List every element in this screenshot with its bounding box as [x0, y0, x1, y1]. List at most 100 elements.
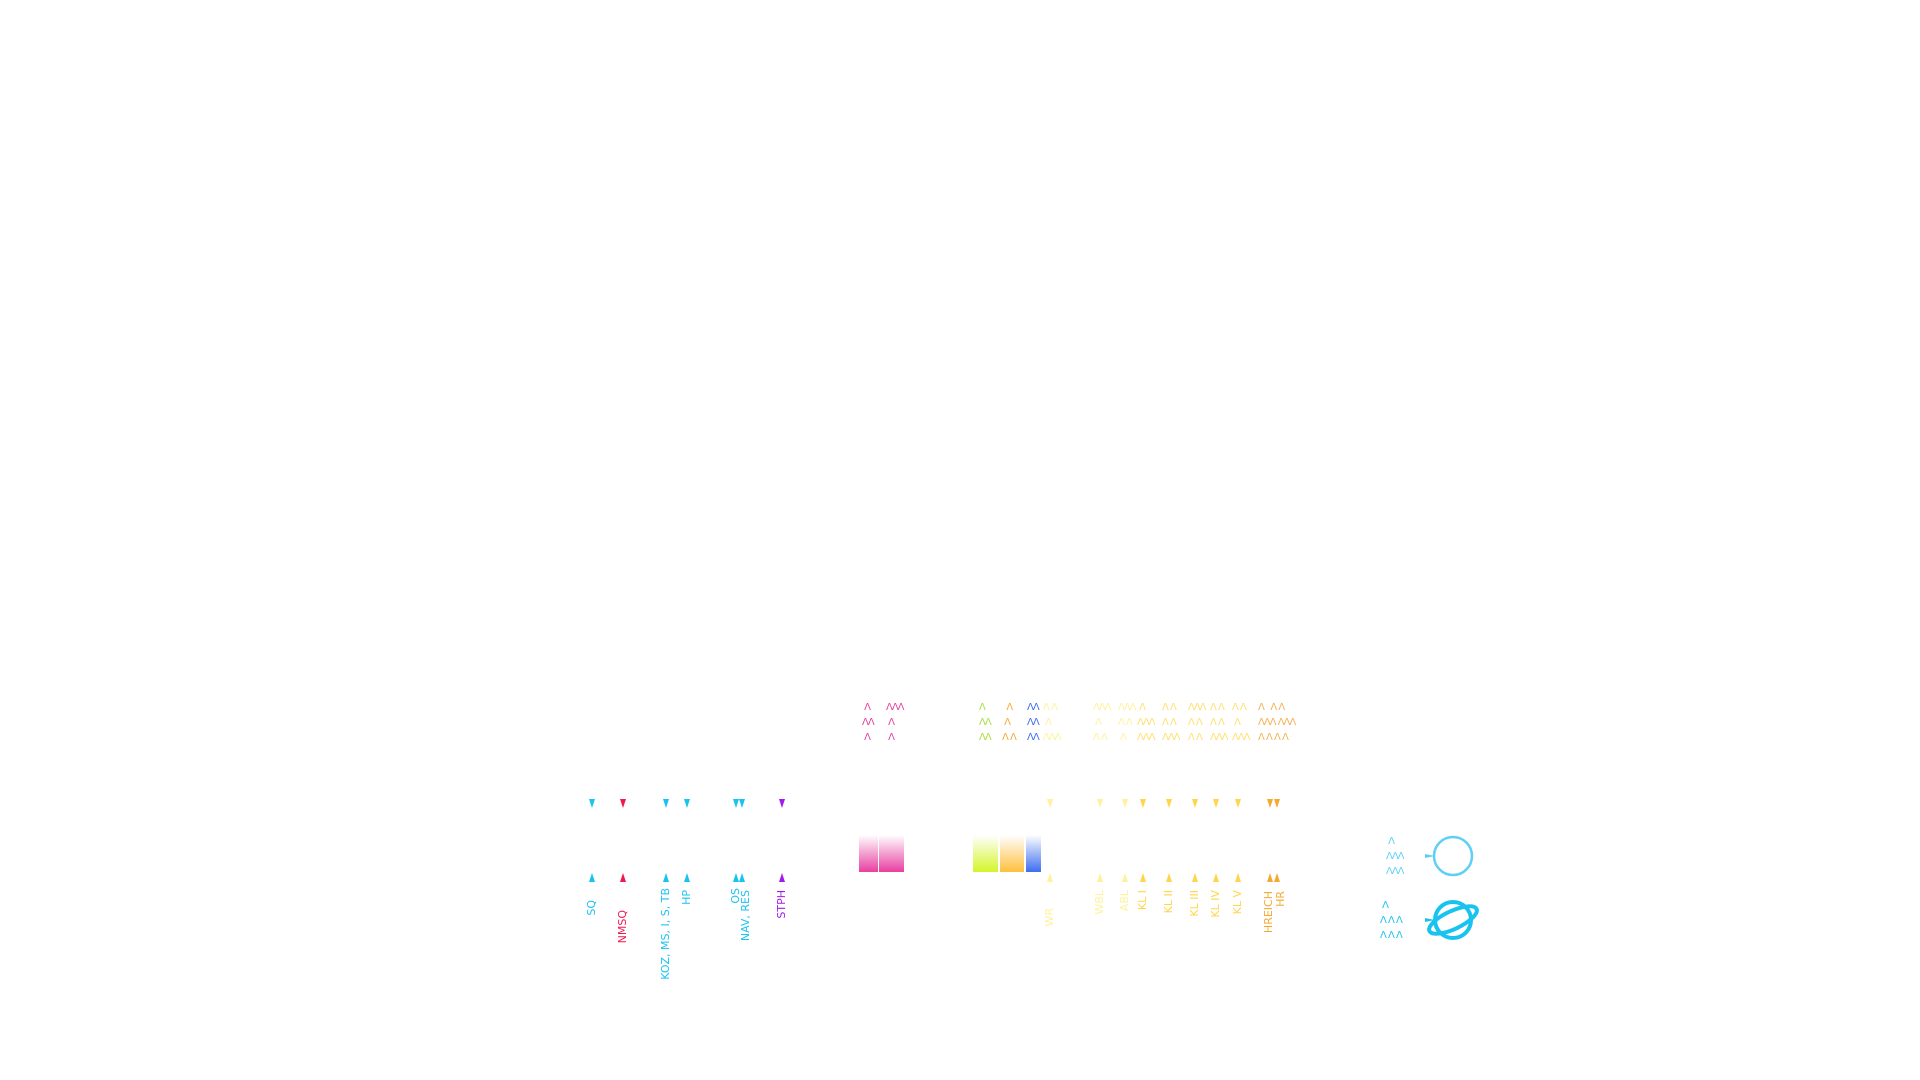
glyph-row: ΛΛΛ — [1188, 702, 1207, 713]
marker-down-triangle — [1267, 799, 1273, 808]
glyph-row: Λ — [1043, 717, 1052, 728]
pink-bar-2 — [879, 835, 904, 872]
marker-up-triangle — [1140, 873, 1146, 882]
marker-label: KOZ, MS, I, S, TB — [659, 888, 672, 980]
glyph-row: ΛΛΛ — [1093, 702, 1112, 713]
glyph-row: Λ Λ — [1118, 717, 1133, 728]
marker-down-triangle — [663, 799, 669, 808]
marker-label: NMSQ — [616, 910, 629, 944]
glyph-row: ΛΛΛ — [1137, 732, 1156, 743]
marker-up-triangle — [663, 873, 669, 882]
marker-label: KL V — [1231, 890, 1244, 915]
glyph-row: Λ Λ Λ — [1258, 702, 1285, 713]
marker-label: KL IV — [1209, 890, 1222, 918]
marker-up-triangle — [1047, 873, 1053, 882]
glyph-row: ΛΛΛ — [1118, 702, 1137, 713]
marker-label: NAV, RES — [739, 890, 752, 942]
glyph-row: Λ — [1002, 702, 1013, 713]
marker-down-triangle — [779, 799, 785, 808]
marker-label: KL I — [1136, 890, 1149, 911]
marker-up-triangle — [1235, 873, 1241, 882]
marker-down-triangle — [1166, 799, 1172, 808]
glyph-row: Λ — [1093, 717, 1102, 728]
glyph-row: Λ — [886, 717, 895, 728]
marker-up-triangle — [733, 873, 739, 882]
glyph-row: Λ — [886, 732, 895, 743]
marker-label: ABL — [1118, 890, 1131, 912]
glyph-row: Λ — [862, 732, 871, 743]
glyph-row: Λ Λ — [1093, 732, 1108, 743]
glyph-row: ΛΛΛ — [1210, 732, 1229, 743]
glyph-row: Λ Λ Λ — [1380, 930, 1403, 941]
marker-down-triangle — [1097, 799, 1103, 808]
marker-label: STPH — [775, 890, 788, 919]
marker-up-triangle — [739, 873, 745, 882]
marker-down-triangle — [1047, 799, 1053, 808]
glyph-row: Λ Λ Λ Λ — [1258, 732, 1289, 743]
glyph-row: Λ — [1137, 702, 1146, 713]
marker-up-triangle — [1274, 873, 1280, 882]
glyph-row: Λ Λ — [1162, 702, 1177, 713]
arrow-icon — [1425, 854, 1435, 858]
glyph-row: Λ — [1118, 732, 1127, 743]
marker-label: HP — [680, 890, 693, 905]
marker-up-triangle — [589, 873, 595, 882]
pink-bar-1 — [859, 835, 878, 872]
glyph-row: ΛΛΛ — [1162, 732, 1181, 743]
glyph-row: ΛΛΛ — [1386, 851, 1405, 862]
glyph-row: Λ — [1232, 717, 1241, 728]
marker-down-triangle — [589, 799, 595, 808]
marker-label: KL II — [1162, 890, 1175, 914]
glyph-row: Λ — [1386, 836, 1395, 847]
glyph-row: Λ — [862, 702, 871, 713]
glyph-row: ΛΛ — [1027, 702, 1040, 713]
marker-label: SQ — [585, 900, 598, 916]
glyph-row: ΛΛ — [979, 732, 992, 743]
planet-ring — [1427, 904, 1479, 936]
marker-label: KL III — [1188, 890, 1201, 917]
marker-up-triangle — [1213, 873, 1219, 882]
glyph-row: Λ — [979, 702, 986, 713]
marker-up-triangle — [620, 873, 626, 882]
glyph-row: Λ Λ — [1188, 732, 1203, 743]
glyph-row: ΛΛΛ ΛΛΛ — [1258, 717, 1296, 728]
marker-label: WR — [1043, 908, 1056, 927]
marker-up-triangle — [1166, 873, 1172, 882]
marker-down-triangle — [1213, 799, 1219, 808]
marker-down-triangle — [1192, 799, 1198, 808]
glyph-row: Λ Λ — [1162, 717, 1177, 728]
glyph-row: ΛΛ — [979, 717, 992, 728]
glyph-row: ΛΛ — [1027, 732, 1040, 743]
glyph-row: Λ — [1380, 900, 1389, 911]
glyph-row: ΛΛ — [862, 717, 875, 728]
marker-label: HR — [1274, 891, 1287, 907]
marker-down-triangle — [620, 799, 626, 808]
glyph-row: Λ Λ — [1002, 732, 1017, 743]
orange-bar — [1000, 835, 1024, 872]
green-bar — [973, 835, 998, 872]
glyph-row: ΛΛΛ — [1043, 732, 1062, 743]
glyph-row: Λ Λ — [1188, 717, 1203, 728]
marker-down-triangle — [1235, 799, 1241, 808]
marker-up-triangle — [1097, 873, 1103, 882]
marker-down-triangle — [1274, 799, 1280, 808]
arrow-icon — [1425, 918, 1435, 922]
glyph-row: ΛΛ — [1027, 717, 1040, 728]
moon-icon — [1432, 835, 1474, 877]
glyph-row: ΛΛΛ — [1386, 866, 1405, 877]
marker-up-triangle — [779, 873, 785, 882]
glyph-row: Λ Λ — [1210, 717, 1225, 728]
blue-bar — [1026, 835, 1041, 872]
glyph-row: Λ Λ Λ — [1380, 915, 1403, 926]
marker-label: WBL — [1093, 890, 1106, 915]
marker-up-triangle — [1122, 873, 1128, 882]
marker-up-triangle — [684, 873, 690, 882]
marker-down-triangle — [1140, 799, 1146, 808]
marker-up-triangle — [1192, 873, 1198, 882]
legend-icons — [1425, 835, 1479, 940]
glyph-row: Λ Λ — [1232, 702, 1247, 713]
marker-down-triangle — [1122, 799, 1128, 808]
marker-up-triangle — [1267, 873, 1273, 882]
marker-down-triangle — [733, 799, 739, 808]
glyph-row: Λ Λ — [1210, 702, 1225, 713]
